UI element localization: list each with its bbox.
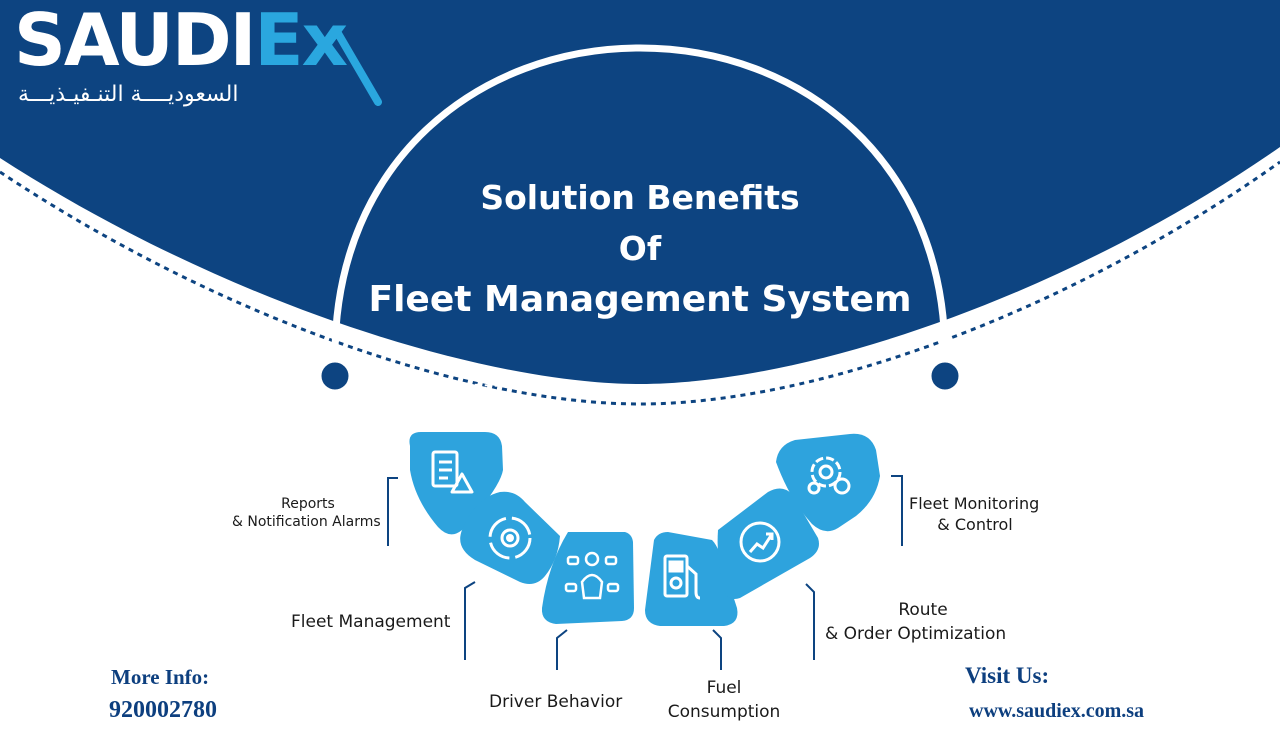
gears-icon — [807, 456, 851, 495]
logo-swoosh — [332, 26, 382, 106]
fuel-pump-icon — [663, 554, 701, 600]
tile-fuel-consumption — [645, 532, 738, 626]
tile-driver-behavior — [541, 532, 634, 624]
connector-reports — [387, 477, 398, 546]
white-arch — [331, 44, 949, 360]
reports-label-line2: & Notification Alarms — [232, 514, 381, 530]
fleet-management-label: Fleet Management — [291, 612, 451, 632]
tile-fleet-monitoring — [776, 433, 880, 532]
brand-main-text: SAUDI — [14, 0, 256, 82]
visit-us-label: Visit Us: — [965, 663, 1050, 688]
route-label-line2: & Order Optimization — [825, 624, 1007, 644]
tile-route-optimization — [717, 488, 819, 599]
dotted-curve-inner — [334, 375, 946, 391]
connector-lines — [387, 475, 903, 670]
title-line-2: Of — [618, 229, 662, 268]
reports-label-line1: Reports — [281, 496, 335, 512]
page-title: Solution Benefits Of Fleet Management Sy… — [340, 172, 940, 325]
title-line-3: Fleet Management System — [368, 279, 912, 320]
connector-driver-behavior — [556, 629, 568, 670]
driver-icon — [564, 551, 620, 600]
connector-fleet-management — [464, 581, 476, 660]
brand-accent-text: Ex — [254, 0, 348, 82]
growth-chart-icon — [739, 521, 781, 563]
fuel-label-line1: Fuel — [706, 678, 742, 698]
driver-behavior-label: Driver Behavior — [489, 692, 623, 712]
connector-monitoring — [891, 475, 903, 546]
clipboard-warning-icon — [431, 450, 474, 494]
brand-arabic-text: السعوديــــة التنـفيـذيـــة — [18, 82, 239, 107]
monitoring-label-line2: & Control — [937, 515, 1013, 534]
fuel-label-line2: Consumption — [667, 702, 781, 722]
brand-logo: SAUDIEx — [14, 4, 348, 76]
gear-cycle-icon — [488, 516, 532, 560]
phone-number[interactable]: 920002780 — [109, 697, 217, 723]
tile-fleet-management — [460, 491, 560, 584]
dotted-curve-outer — [0, 160, 1280, 406]
more-info-label: More Info: — [111, 665, 210, 689]
arch-dot-left — [318, 359, 352, 393]
website-link[interactable]: www.saudiex.com.sa — [969, 700, 1145, 722]
monitoring-label-line1: Fleet Monitoring — [909, 494, 1040, 513]
navy-banner — [0, 0, 1280, 384]
connector-fuel — [712, 629, 722, 670]
connector-route — [805, 583, 815, 660]
route-label-line1: Route — [898, 600, 948, 620]
title-line-1: Solution Benefits — [480, 178, 800, 217]
arch-dot-right — [928, 359, 962, 393]
